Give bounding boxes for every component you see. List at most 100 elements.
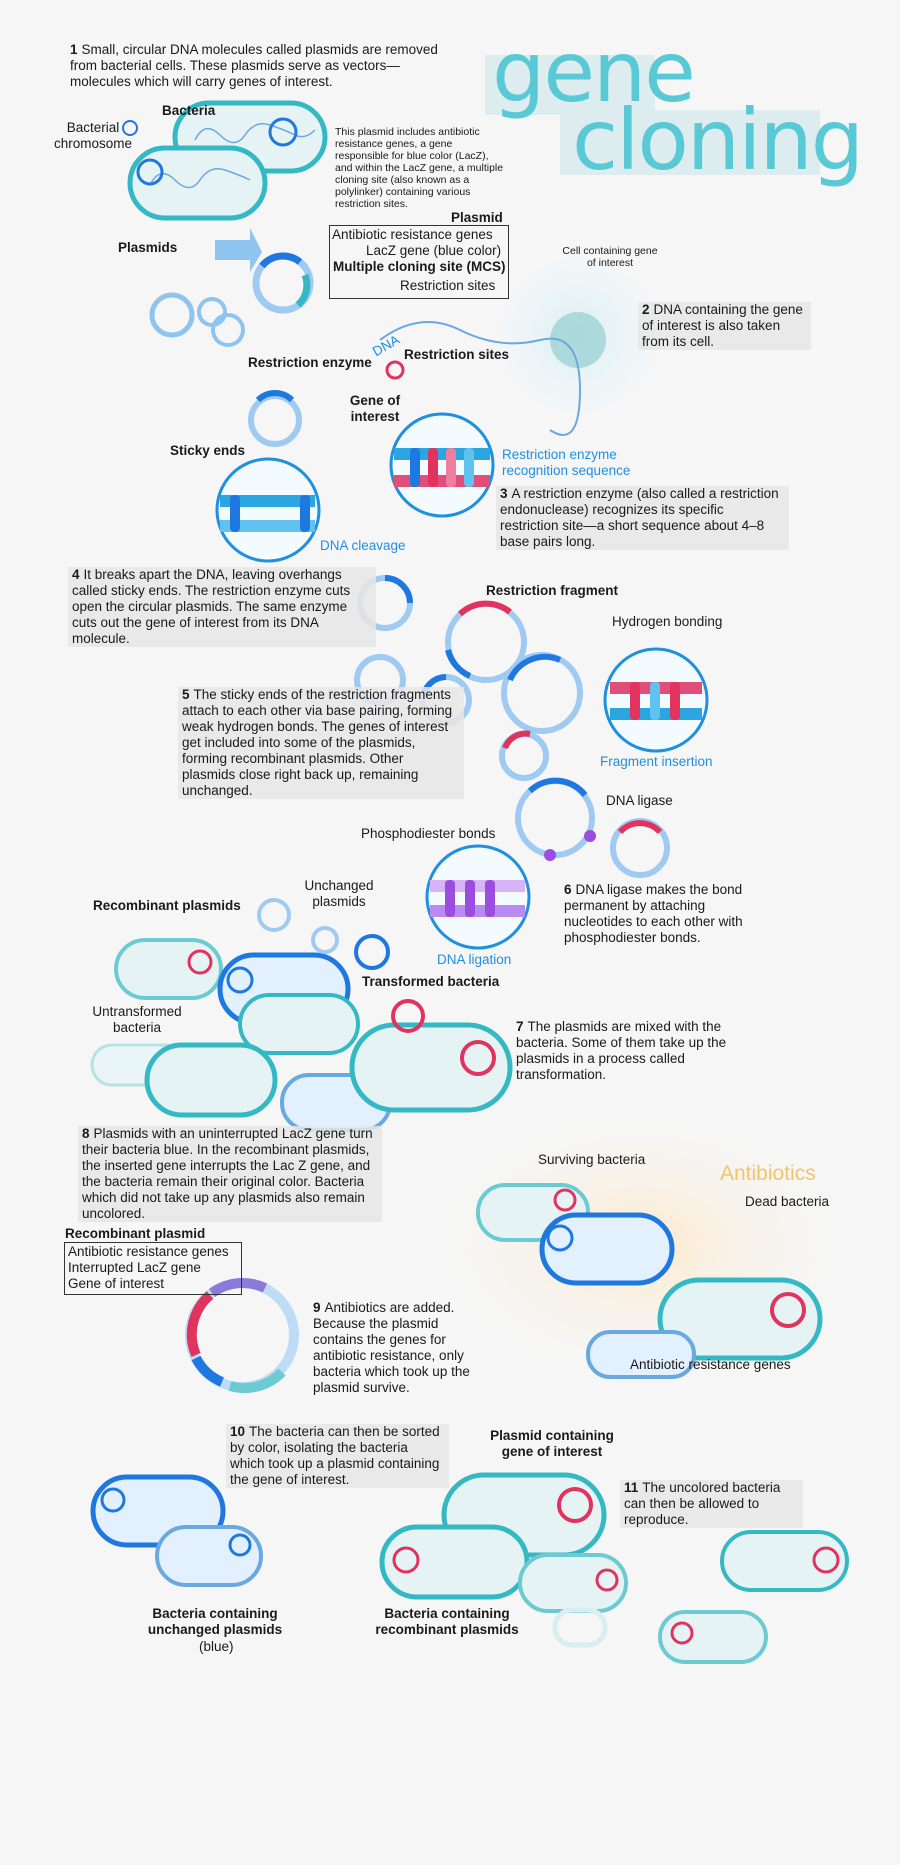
plasmid	[149, 292, 195, 338]
label-antibiotics: Antibiotics	[720, 1162, 816, 1185]
plasmid-legend-box	[329, 225, 509, 299]
label-restriction-enzyme: Restriction enzyme	[248, 355, 372, 370]
label-antibiotic-resistance-2: Antibiotic resistance genes	[630, 1357, 791, 1372]
label-cell-containing: Cell containing gene of interest	[562, 245, 658, 269]
label-recombinant-plasmids: Recombinant plasmids	[93, 898, 241, 913]
step-number: 4	[72, 567, 80, 582]
step-text: It breaks apart the DNA, leaving overhan…	[72, 567, 351, 646]
bacterium	[539, 1212, 675, 1286]
plasmid	[311, 926, 339, 954]
step-number: 2	[642, 302, 650, 317]
title-highlight	[485, 55, 655, 115]
label-recombinant-plasmid: Recombinant plasmid	[65, 1226, 206, 1241]
bacterium	[238, 993, 360, 1055]
label-antibiotic-resistance: Antibiotic resistance genes	[332, 227, 493, 242]
step-text: Plasmids with an uninterrupted LacZ gene…	[82, 1126, 373, 1221]
step-number: 10	[230, 1424, 246, 1439]
step-number: 7	[516, 1019, 524, 1034]
plasmid-note: This plasmid includes antibiotic resista…	[335, 126, 505, 210]
label-dna-ligase: DNA ligase	[606, 793, 673, 808]
label-unchanged-bacteria: Bacteria containing unchanged plasmids	[147, 1606, 283, 1637]
bacterium	[144, 1042, 278, 1118]
plasmid	[122, 120, 138, 136]
label-bacterial-chromosome: Bacterial chromosome	[53, 120, 133, 151]
cleavage-circle	[215, 457, 321, 563]
label-rp-lacz: Interrupted LacZ gene	[68, 1260, 201, 1275]
bacterium	[349, 1022, 513, 1113]
arrow-icon	[215, 228, 262, 272]
label-restriction-sites-2: Restriction sites	[404, 347, 510, 362]
step-number: 9	[313, 1300, 321, 1315]
bacterium	[114, 938, 223, 1000]
plasmid	[211, 313, 245, 347]
step-text: DNA ligase makes the bond permanent by a…	[564, 882, 743, 945]
bacterium	[586, 1330, 696, 1379]
plasmid	[248, 393, 302, 447]
title-line2: cloning	[572, 91, 864, 189]
label-mcs: Multiple cloning site (MCS)	[333, 259, 506, 274]
bacterium	[127, 145, 268, 221]
label-sticky-ends: Sticky ends	[170, 443, 246, 458]
label-fragment-insertion: Fragment insertion	[600, 754, 713, 769]
label-dna-ligation: DNA ligation	[437, 952, 512, 967]
step-text: The bacteria can then be sorted by color…	[230, 1424, 440, 1487]
label-plasmids: Plasmids	[118, 240, 178, 255]
label-hydrogen-bonding: Hydrogen bonding	[612, 614, 723, 629]
recombinant-legend-box	[64, 1242, 242, 1295]
step-text: The uncolored bacteria can then be allow…	[624, 1480, 781, 1527]
step-text: Antibiotics are added. Because the plasm…	[313, 1300, 470, 1395]
step-number: 1	[70, 42, 78, 57]
label-rp-goi: Gene of interest	[68, 1276, 165, 1291]
title-highlight	[560, 110, 820, 175]
label-phosphodiester-bonds: Phosphodiester bonds	[361, 826, 496, 841]
plasmid	[257, 898, 291, 932]
step-text: The plasmids are mixed with the bacteria…	[516, 1019, 727, 1082]
bacterium	[720, 1530, 849, 1592]
step-text: Small, circular DNA molecules called pla…	[70, 42, 438, 89]
label-rp-antibiotic: Antibiotic resistance genes	[68, 1244, 229, 1259]
label-blue: (blue)	[199, 1639, 234, 1654]
step-number: 11	[624, 1480, 639, 1495]
plasmid	[391, 999, 425, 1033]
plasmid	[354, 934, 390, 970]
label-plasmid-containing: Plasmid containing gene of interest	[490, 1428, 614, 1459]
step-text: The sticky ends of the restriction fragm…	[182, 687, 453, 798]
bacterium	[658, 1610, 768, 1664]
label-unchanged-plasmids: Unchanged plasmids	[304, 878, 374, 909]
label-untransformed-bacteria: Untransformed bacteria	[92, 1004, 182, 1035]
label-plasmid: Plasmid	[451, 210, 503, 225]
step-text: A restriction enzyme (also called a rest…	[500, 486, 779, 549]
step-text: This plasmid includes antibiotic resista…	[335, 126, 504, 210]
label-transformed-bacteria: Transformed bacteria	[362, 974, 500, 989]
step-number: 5	[182, 687, 190, 702]
label-restriction-sites: Restriction sites	[400, 278, 496, 293]
label-recombinant-bacteria: Bacteria containing recombinant plasmids	[375, 1606, 519, 1637]
faded-bacterium	[552, 1607, 608, 1648]
step-number: 8	[82, 1126, 90, 1141]
bacterium	[518, 1553, 628, 1613]
step-number: 6	[564, 882, 572, 897]
bacterium	[657, 1277, 823, 1361]
ligation-circle	[425, 844, 531, 950]
title-line1: gene	[492, 23, 696, 121]
step-text: DNA containing the gene of interest is a…	[642, 302, 803, 349]
label-surviving-bacteria: Surviving bacteria	[538, 1152, 646, 1167]
label-recognition-sequence: Restriction enzyme recognition sequence	[502, 447, 631, 478]
nucleus	[550, 312, 606, 368]
bacterium	[379, 1524, 530, 1600]
recognition-circle	[389, 412, 495, 518]
label-restriction-fragment: Restriction fragment	[486, 583, 619, 598]
label-gene-of-interest: Gene of interest	[349, 393, 401, 424]
label-bacteria: Bacteria	[162, 103, 216, 118]
